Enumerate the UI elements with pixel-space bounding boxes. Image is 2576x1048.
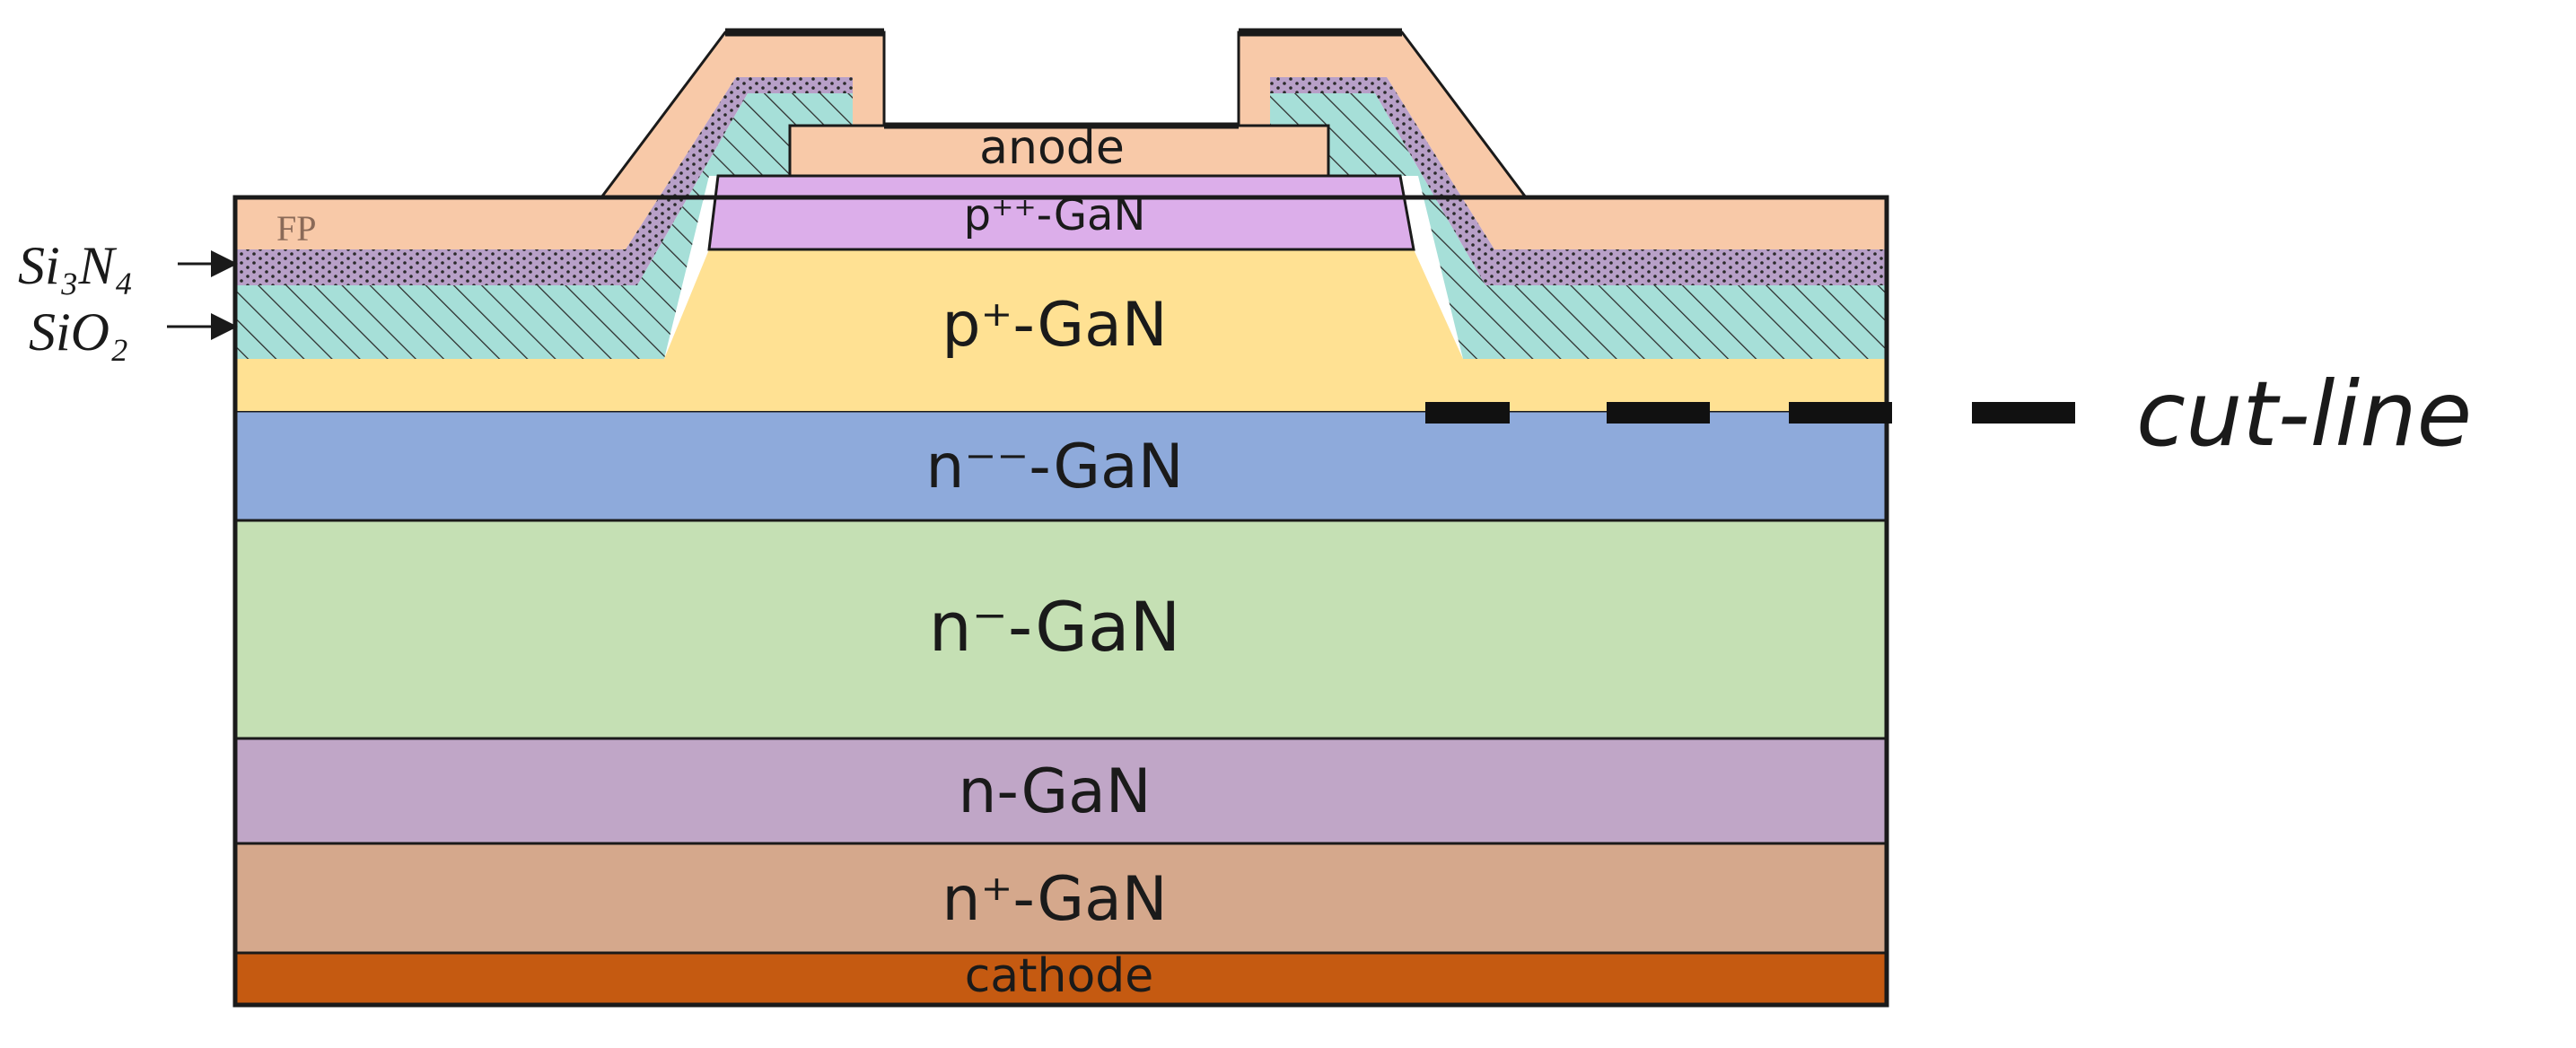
cut-line-label: cut-line bbox=[2136, 362, 2472, 467]
fp-right bbox=[1239, 32, 1887, 249]
p-plus-gan-mesa bbox=[664, 249, 1463, 359]
cut-line-dashes bbox=[1425, 402, 2075, 424]
n-minus-minus-gan-label: n⁻⁻-GaN bbox=[925, 432, 1183, 502]
p-plus-plus-gan-label: p⁺⁺-GaN bbox=[964, 190, 1146, 240]
n-plus-gan-layer bbox=[233, 842, 1888, 955]
n-minus-minus-gan-layer bbox=[233, 409, 1888, 522]
p-plus-gan-label: p⁺-GaN bbox=[942, 290, 1167, 361]
n-gan-label: n-GaN bbox=[958, 756, 1151, 827]
cathode-label: cathode bbox=[965, 949, 1154, 1003]
fp-left bbox=[235, 32, 884, 249]
sio2-label: SiO₂ bbox=[29, 302, 128, 362]
anode-label: anode bbox=[979, 121, 1125, 175]
n-plus-gan-label: n⁺-GaN bbox=[942, 864, 1167, 935]
si3n4-label: Si₃N₄ bbox=[18, 236, 133, 295]
device-outline bbox=[232, 195, 1889, 1008]
fp-label: FP bbox=[276, 208, 317, 249]
anode-contact bbox=[788, 124, 1330, 178]
n-minus-gan-label: n⁻-GaN bbox=[929, 587, 1181, 667]
n-minus-gan-layer bbox=[233, 519, 1888, 740]
